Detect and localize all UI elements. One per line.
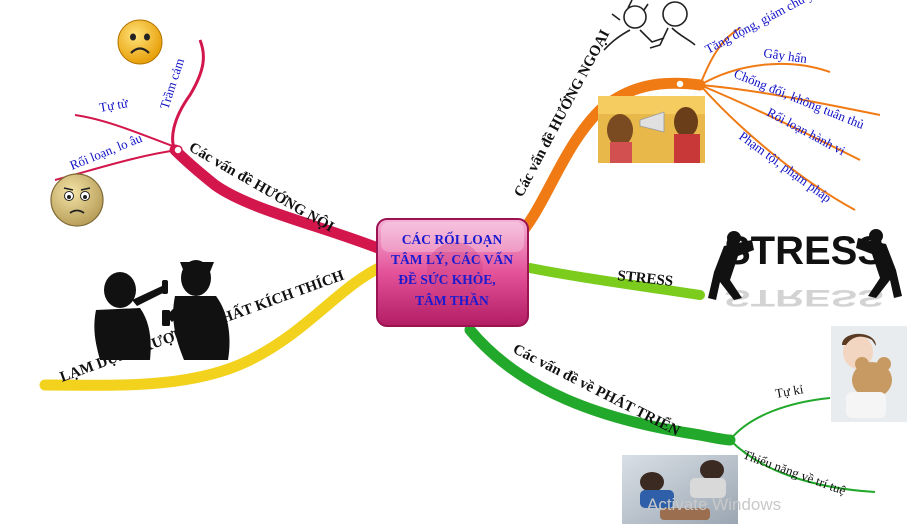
- branch-stress-line: [525, 263, 705, 300]
- center-line: TÂM THẦN: [415, 293, 489, 308]
- inward-child-label: Trầm cảm: [157, 56, 188, 111]
- outward-child-label: Gây hấn: [763, 45, 809, 66]
- worried-face-icon: [50, 173, 104, 227]
- inward-child-label: Tự tử: [98, 95, 130, 115]
- girl-teddy-photo: [831, 326, 907, 422]
- development-child-label: Thiểu năng về trí tuệ: [741, 447, 848, 498]
- branch-stress: STRESS: [525, 263, 705, 300]
- drinking-silhouette-icon: [94, 260, 230, 360]
- argument-sketch-icon: [603, 0, 696, 51]
- activate-windows-watermark: Activate Windows: [647, 495, 781, 514]
- development-sub-line: [729, 439, 876, 493]
- center-line: TÂM LÝ, CÁC VẤN: [391, 252, 513, 267]
- branch-inward-line: [169, 144, 389, 256]
- branch-stress-label: STRESS: [617, 268, 674, 290]
- outward-sub-line: [699, 84, 881, 116]
- outward-sub-line: [699, 84, 861, 161]
- outward-sub-line: [699, 62, 831, 86]
- branch-inward-sub-line: [74, 114, 179, 149]
- branch-inward-line-tip: [171, 39, 205, 151]
- megaphone-photo: [598, 96, 705, 163]
- branch-inward: Các vấn đề HƯỚNG NỘI Trầm cảm Tự tử Rối …: [54, 39, 389, 256]
- center-node: CÁC RỐI LOẠN TÂM LÝ, CÁC VẤN ĐỀ SỨC KHỎE…: [376, 218, 529, 327]
- center-line: CÁC RỐI LOẠN: [402, 232, 503, 247]
- development-sub-line: [729, 397, 831, 441]
- outward-child-label: Tăng động, giảm chú ý: [702, 0, 816, 57]
- sad-face-icon: [117, 19, 163, 65]
- branch-substance-line: [39, 259, 391, 391]
- stress-figures-icon: STRESS STRESS: [708, 229, 902, 312]
- branch-development-line: [464, 324, 736, 446]
- development-child-label: Tự kỉ: [774, 381, 805, 401]
- outward-sub-line: [699, 27, 741, 86]
- branch-inward-label: Các vấn đề HƯỚNG NỘI: [186, 139, 337, 236]
- outward-sub-line: [699, 84, 856, 211]
- stress-word-reflection: STRESS: [724, 285, 884, 312]
- children-floor-photo: [622, 455, 738, 524]
- center-line: ĐỀ SỨC KHỎE,: [398, 272, 495, 287]
